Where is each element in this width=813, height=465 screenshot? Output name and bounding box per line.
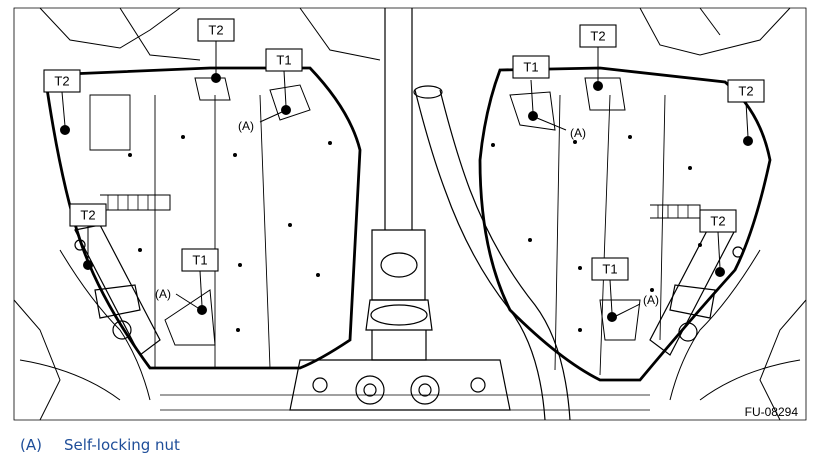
callout-t1-left-lower: T1	[181, 248, 219, 272]
bolt-t2-right-edge	[743, 136, 753, 146]
callout-t1-top-left: T1	[265, 48, 303, 72]
legend: (A) Self-locking nut	[20, 436, 180, 454]
callout-label: T2	[80, 208, 95, 223]
callout-label: T2	[54, 74, 69, 89]
callout-t1-right-lower: T1	[591, 257, 629, 281]
bolt-t2-left-mid	[83, 260, 93, 270]
callout-t2-right-mid: T2	[699, 209, 737, 233]
callout-label: T2	[590, 29, 605, 44]
callout-label: T1	[523, 60, 538, 75]
marker-a-left-lower: (A)	[155, 287, 171, 301]
bolt-t2-left-edge	[60, 125, 70, 135]
callout-label: T1	[192, 253, 207, 268]
bolt-t1-right-lower	[607, 312, 617, 322]
callout-t2-left-mid: T2	[69, 203, 107, 227]
callout-label: T2	[208, 23, 223, 38]
callout-t2-left-edge: T2	[43, 69, 81, 93]
leader-lines	[61, 41, 749, 317]
fuel-tank-protector-diagram: T2 T1 T2 T2 T1 T2 T1 T2 T2 T1 (A) (A) (A…	[13, 7, 807, 421]
callout-label: T1	[276, 53, 291, 68]
bolt-t2-top-right	[593, 81, 603, 91]
propeller-shaft	[365, 8, 433, 361]
marker-a-left-upper: (A)	[238, 119, 254, 133]
suspension-right	[649, 224, 744, 356]
right-protector-panel	[478, 66, 772, 382]
callout-t2-right-edge: T2	[727, 79, 765, 103]
bolt-t2-right-mid	[715, 267, 725, 277]
exhaust-pipe	[413, 85, 571, 421]
marker-a-right-upper: (A)	[570, 126, 586, 140]
callout-t2-top-left: T2	[197, 18, 235, 42]
chassis-background	[13, 7, 807, 421]
legend-letter: (A)	[20, 436, 42, 454]
callout-t1-top-right: T1	[512, 55, 550, 79]
bolt-locations	[60, 73, 753, 322]
bolt-t1-left-lower	[197, 305, 207, 315]
callout-t2-top-right: T2	[579, 24, 617, 48]
bolt-t1-top-right	[528, 111, 538, 121]
legend-text: Self-locking nut	[64, 436, 180, 454]
callout-label: T2	[738, 84, 753, 99]
callout-label: T2	[710, 214, 725, 229]
bolt-t1-top-left	[281, 105, 291, 115]
callout-label: T1	[602, 262, 617, 277]
rear-differential	[289, 359, 511, 411]
suspension-left	[74, 224, 161, 356]
figure-id-code: FU-08294	[745, 405, 799, 419]
marker-a-right-lower: (A)	[643, 293, 659, 307]
bolt-t2-top-left	[211, 73, 221, 83]
